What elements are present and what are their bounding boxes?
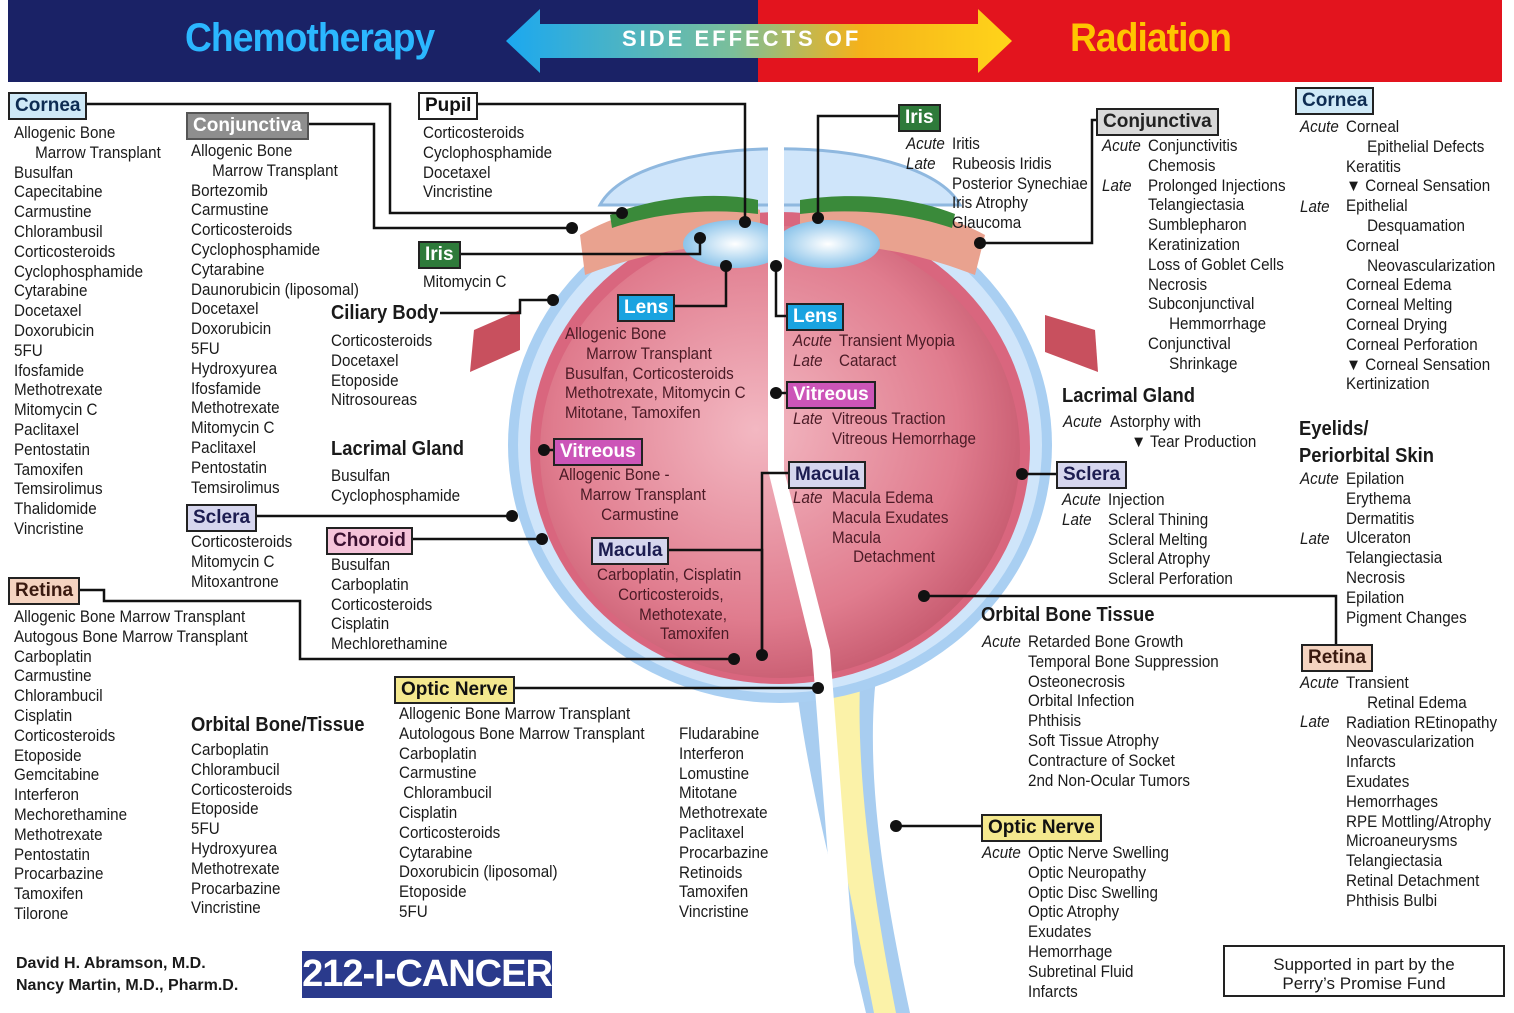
chemo-conjunctiva-label: Conjunctiva <box>186 112 309 140</box>
chemo-orbital-label: Orbital Bone/Tissue <box>191 714 365 736</box>
chemo-iris-label: Iris <box>418 241 461 269</box>
rad-cornea-acute: Acute <box>1300 118 1339 136</box>
chemo-cornea-list: Allogenic Bone Marrow Transplant Busulfa… <box>14 124 161 538</box>
chemo-optic-nerve-list-1: Allogenic Bone Marrow Transplant Autolog… <box>399 705 645 921</box>
chemo-retina-list: Allogenic Bone Marrow Transplant Autogou… <box>14 608 248 923</box>
chemo-iris-list: Mitomycin C <box>423 273 507 291</box>
rad-sclera-list: Injection Scleral Thining Scleral Meltin… <box>1108 491 1233 589</box>
rad-macula-label: Macula <box>788 461 867 489</box>
rad-vitreous-label: Vitreous <box>786 381 876 409</box>
rad-vitreous-list: Vitreous Traction Vitreous Hemorrhage <box>832 410 977 448</box>
rad-macula-list: Macula Edema Macula Exudates Macula Deta… <box>832 489 949 567</box>
rad-lens-label: Lens <box>786 303 845 331</box>
rad-eyelids-acute: Acute <box>1300 470 1339 488</box>
rad-orbital-label: Orbital Bone Tissue <box>981 604 1155 626</box>
chemo-pupil-list: Corticosteroids Cyclophosphamide Docetax… <box>423 124 553 202</box>
rad-lens-phases: Acute Late <box>793 332 832 370</box>
rad-iris-label: Iris <box>898 104 941 132</box>
rad-optic-nerve-label: Optic Nerve <box>981 814 1102 842</box>
rad-conjunctiva-late: Late <box>1102 177 1132 195</box>
chemo-macula-label: Macula <box>591 537 670 565</box>
rad-iris-list: Iritis Rubeosis Iridis Posterior Synechi… <box>952 135 1088 233</box>
rad-lens-list: Transient Myopia Cataract <box>839 332 955 370</box>
author-2: Nancy Martin, M.D., Pharm.D. <box>16 977 239 994</box>
radiation-title: Radiation <box>1070 16 1232 60</box>
rad-eyelids-late: Late <box>1300 530 1330 548</box>
rad-retina-acute: Acute <box>1300 674 1339 692</box>
chemo-vitreous-label: Vitreous <box>553 438 643 466</box>
chemo-conjunctiva-list: Allogenic Bone Marrow Transplant Bortezo… <box>191 142 359 497</box>
double-arrow-icon <box>506 9 1012 73</box>
rad-cornea-label: Cornea <box>1295 87 1375 115</box>
rad-optic-nerve-list: Optic Nerve Swelling Optic Neuropathy Op… <box>1028 844 1169 1001</box>
chemo-optic-nerve-label: Optic Nerve <box>394 676 515 704</box>
chemotherapy-title: Chemotherapy <box>185 16 435 60</box>
rad-orbital-phases: Acute <box>982 633 1021 651</box>
chemo-macula-list: Carboplatin, Cisplatin Corticosteroids, … <box>597 566 742 644</box>
chemo-lacrimal-gland-label: Lacrimal Gland <box>331 438 464 460</box>
hotline-badge: 212-I-CANCER <box>302 951 553 998</box>
chemo-cornea-label: Cornea <box>8 92 88 120</box>
rad-cornea-late: Late <box>1300 198 1330 216</box>
chemo-pupil-label: Pupil <box>418 92 479 120</box>
rad-conjunctiva-acute: Acute <box>1102 137 1141 155</box>
chemo-vitreous-list: Allogenic Bone - Marrow Transplant Carmu… <box>559 466 706 524</box>
chemo-lens-list: Allogenic Bone Marrow Transplant Busulfa… <box>565 325 746 423</box>
rad-conjunctiva-label: Conjunctiva <box>1096 108 1219 136</box>
rad-iris-phases: Acute Late <box>906 135 945 173</box>
side-effects-of-title: SIDE EFFECTS OF <box>622 26 862 51</box>
chemo-optic-nerve-list-2: Fludarabine Interferon Lomustine Mitotan… <box>679 725 769 922</box>
rad-retina-label: Retina <box>1301 644 1374 672</box>
rad-conjunctiva-list: Conjunctivitis Chemosis Prolonged Inject… <box>1148 137 1286 373</box>
chemo-sclera-list: Corticosteroids Mitomycin C Mitoxantrone <box>191 533 293 591</box>
rad-lacrimal-gland-list: Astorphy with ▼ Tear Production <box>1110 413 1257 451</box>
rad-macula-phases: Late <box>793 489 823 507</box>
rad-orbital-list: Retarded Bone Growth Temporal Bone Suppr… <box>1028 633 1219 790</box>
chemo-sclera-label: Sclera <box>186 504 258 532</box>
rad-optic-nerve-phases: Acute <box>982 844 1021 862</box>
rad-lacrimal-gland-phases: Acute <box>1063 413 1102 431</box>
rad-vitreous-phases: Late <box>793 410 823 428</box>
rad-sclera-label: Sclera <box>1056 461 1128 489</box>
rad-eyelids-label: Eyelids/ Periorbital Skin <box>1299 418 1434 467</box>
chemo-ciliary-body-list: Corticosteroids Docetaxel Etoposide Nitr… <box>331 332 433 410</box>
chemo-lens-label: Lens <box>617 294 676 322</box>
rad-retina-list: Transient Retinal Edema Radiation REtino… <box>1346 674 1498 910</box>
chemo-lacrimal-gland-list: Busulfan Cyclophosphamide <box>331 467 461 505</box>
author-1: David H. Abramson, M.D. <box>16 955 206 972</box>
chemo-retina-label: Retina <box>8 577 81 605</box>
rad-retina-late: Late <box>1300 713 1330 731</box>
rad-sclera-phases: Acute Late <box>1062 491 1101 529</box>
rad-eyelids-list: Epilation Erythema Dermatitis Ulceraton … <box>1346 470 1467 627</box>
chemo-ciliary-body-label: Ciliary Body <box>331 302 439 324</box>
chemo-choroid-list: Busulfan Carboplatin Corticosteroids Cis… <box>331 556 448 654</box>
support-box: Supported in part by the Perry’s Promise… <box>1223 945 1505 997</box>
rad-cornea-list: Corneal Epithelial Defects Keratitis ▼ C… <box>1346 118 1496 394</box>
rad-lacrimal-gland-label: Lacrimal Gland <box>1062 385 1195 407</box>
chemo-orbital-list: Carboplatin Chlorambucil Corticosteroids… <box>191 741 293 918</box>
chemo-choroid-label: Choroid <box>326 527 413 555</box>
